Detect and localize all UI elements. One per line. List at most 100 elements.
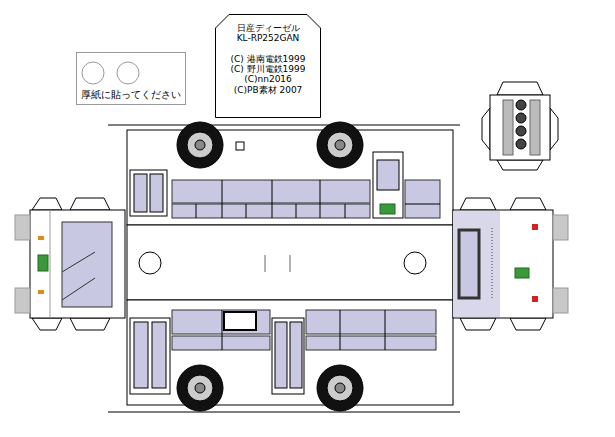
tab-outline [216,15,321,118]
door-window [134,322,148,388]
lamp [38,236,44,240]
roof-vent [404,252,426,274]
rear-window [405,180,440,218]
fold-line [108,412,460,413]
label-text: (C) 野川電鉄1999 [230,64,305,74]
window-divider [296,204,297,218]
fan [516,100,526,110]
tail-lamp [532,224,538,230]
route-sign [515,268,529,278]
flap [550,108,558,150]
window-band [172,310,270,334]
door-window [275,322,287,388]
window-divider [405,204,440,205]
flap [497,160,543,170]
window-divider [385,310,386,350]
tail-lamp [532,296,538,302]
flap [497,82,543,95]
wheel-rim [187,375,213,401]
wheel-rim [327,132,353,158]
fan [516,126,526,136]
wheel [177,122,223,168]
vent-grille [503,100,513,155]
bumper-tab [553,215,568,240]
wheel [177,365,223,411]
wheel-hub [195,383,205,393]
rear-band [453,211,500,317]
flap [460,318,496,330]
window-divider [246,204,247,218]
wiper [62,252,95,272]
door-window [134,174,147,212]
flap [510,198,546,210]
label-text: (C)nn2016 [244,74,292,84]
wheel-hub [335,140,345,150]
door-window [377,160,399,190]
glue-circle [82,62,104,84]
fan [516,139,526,149]
side-panel [127,130,453,225]
door-window [150,174,163,212]
side-panel [127,300,453,405]
window-divider [222,310,223,350]
roof-unit [490,95,550,160]
label-text: (C)PB素材 2007 [234,85,303,95]
windshield [62,222,112,307]
window-divider [222,180,223,218]
roof-vent [139,252,161,274]
wiper [62,278,95,300]
small-window [224,312,256,330]
wheel [317,122,363,168]
bumper-tab [553,288,568,313]
mirror-tab [15,215,30,240]
front-panel [30,210,125,318]
door [272,318,304,394]
window-band [172,180,370,203]
mirror-tab [15,288,30,313]
flap [460,198,496,210]
window-band [306,336,436,350]
fan [516,113,526,123]
wheel-rim [187,132,213,158]
door-window [152,322,166,388]
label-tab: 日産ディーゼルKL-RP252GAN (C) 港南電鉄1999(C) 野川電鉄19… [215,14,321,118]
window-divider [196,204,197,218]
window-divider [345,204,346,218]
door [130,318,170,394]
destination-sign [38,255,48,271]
flap [32,198,62,210]
glue-circle [117,62,139,84]
marker-lamp [236,142,244,150]
window-band [172,336,270,350]
wheel-rim [327,375,353,401]
door [130,170,167,216]
door-window [290,322,302,388]
wheel-hub [335,383,345,393]
roof-panel [127,225,453,300]
route-sign [380,204,395,214]
window-divider [340,310,341,350]
lamp [38,290,44,294]
rear-window [459,230,479,298]
flap [70,318,110,330]
window-band [306,310,436,334]
fold-line [108,125,460,126]
flap [510,318,546,330]
flap [70,198,110,210]
label-text: 厚紙に貼ってください [81,89,181,101]
label-text: 日産ディーゼル [237,23,300,33]
rear-panel [453,210,553,318]
label-text: KL-RP252GAN [237,33,300,43]
note-box: 厚紙に貼ってください [76,52,186,105]
wheel [317,365,363,411]
label-text: (C) 港南電鉄1999 [230,54,305,64]
window-band [172,204,370,218]
roof-mark [290,255,291,272]
window-divider [272,180,273,218]
door [373,152,403,218]
fold-line [50,210,51,318]
flap [32,318,62,330]
vent-grille [530,100,540,155]
window-divider [320,180,321,218]
